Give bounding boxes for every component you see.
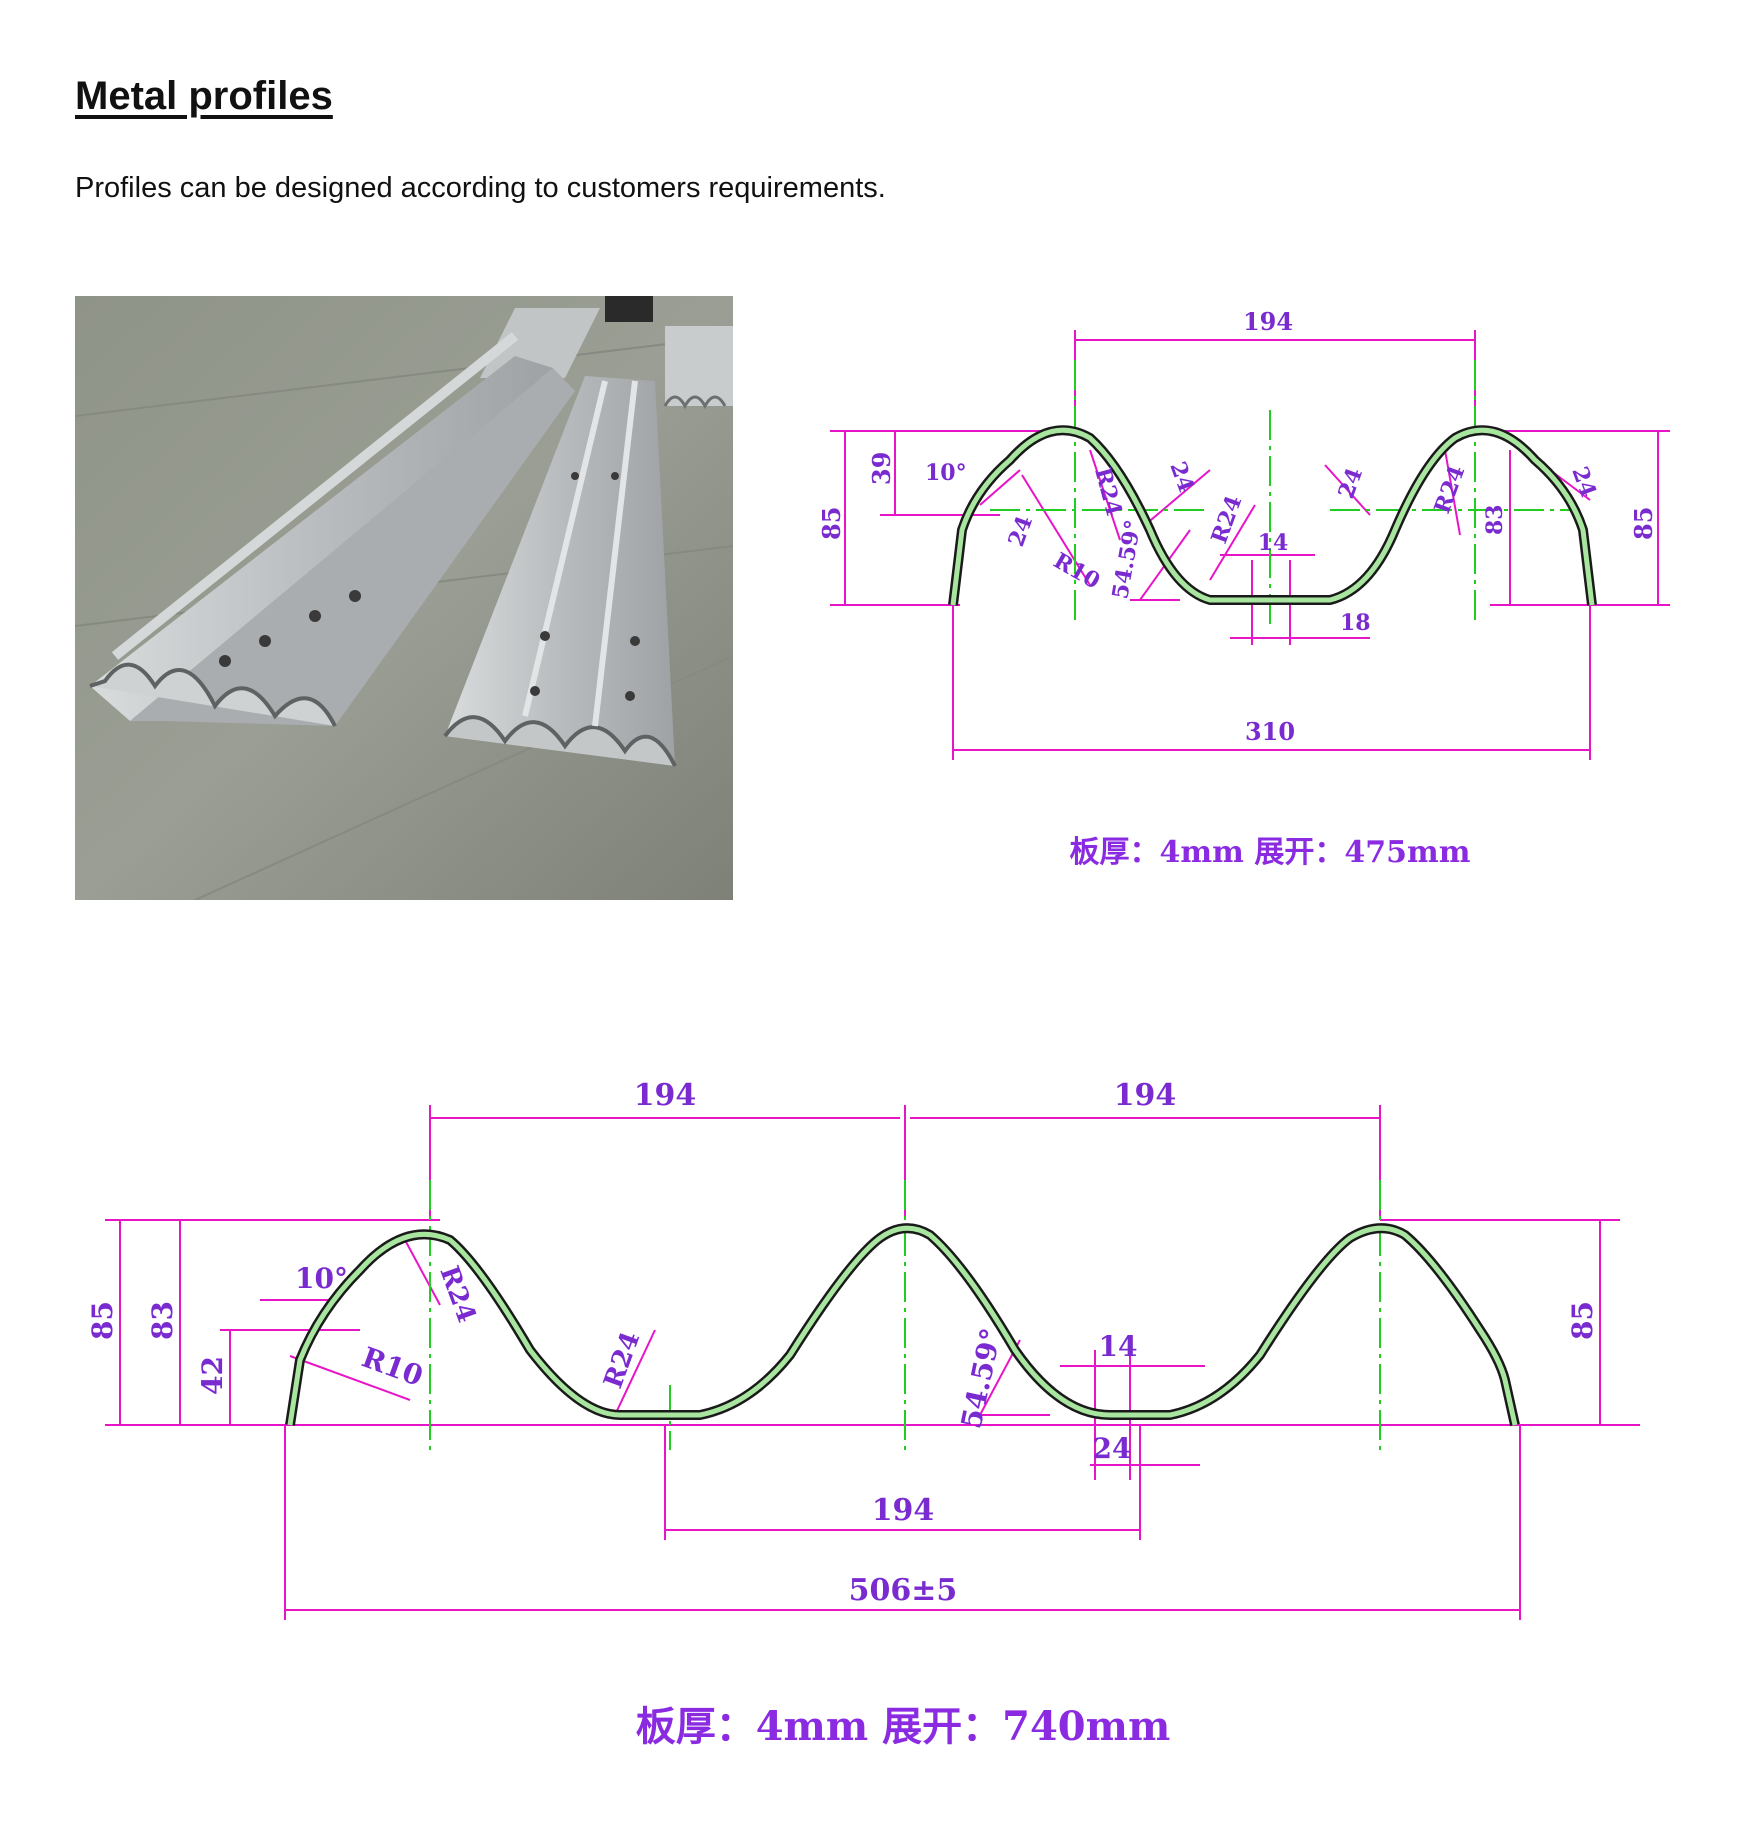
dim-radius-r24-b: R24 [598, 1328, 646, 1393]
dim-angle-54: 54.59° [1107, 518, 1146, 601]
dim-right-85: 85 [1629, 507, 1658, 540]
dim-24-b: 24 [1164, 458, 1199, 496]
profile-drawing-1: 194 39 85 10° R24 24 R10 54.59° 24 R24 1… [817, 307, 1670, 870]
dim-height-39: 39 [867, 452, 896, 485]
dim-24-a: 24 [1003, 512, 1038, 550]
dim-bottom-14: 14 [1258, 530, 1289, 556]
dim-left-85: 85 [86, 1301, 119, 1340]
dim-angle-10: 10° [295, 1262, 348, 1295]
dim-radius-r10: R10 [1049, 548, 1104, 595]
dim-left-83: 83 [146, 1301, 179, 1340]
profile-drawing-2: 194 194 85 83 42 10° R10 R24 R24 54.59° … [86, 1078, 1640, 1750]
dim-bottom-24: 24 [1093, 1432, 1132, 1465]
page-subtitle: Profiles can be designed according to cu… [75, 172, 886, 204]
dim-bottom-194: 194 [872, 1493, 935, 1528]
drawing-2-caption: 板厚：4mm 展开：740mm [636, 1703, 1171, 1750]
dim-height-83: 83 [1482, 504, 1508, 535]
dim-total-width: 506±5 [849, 1573, 958, 1608]
dim-radius-r24-b: R24 [1206, 492, 1247, 547]
dim-top-width: 194 [1243, 307, 1293, 336]
dim-left-42: 42 [196, 1356, 229, 1395]
drawing-1-caption: 板厚：4mm 展开：475mm [1070, 835, 1471, 870]
dim-24-c: 24 [1333, 464, 1368, 502]
dim-left-85: 85 [817, 507, 846, 540]
metal-profiles-photo [75, 296, 733, 900]
page-title: Metal profiles [75, 74, 333, 118]
dim-bottom-18: 18 [1340, 610, 1371, 636]
dim-top-width-right: 194 [1114, 1078, 1177, 1113]
dim-angle-10: 10° [925, 460, 967, 486]
dim-right-85: 85 [1566, 1301, 1599, 1340]
dim-top-width-left: 194 [634, 1078, 697, 1113]
dim-total-width: 310 [1245, 717, 1295, 746]
dim-bottom-14: 14 [1099, 1330, 1138, 1363]
dim-radius-r24-c: R24 [1429, 462, 1470, 517]
